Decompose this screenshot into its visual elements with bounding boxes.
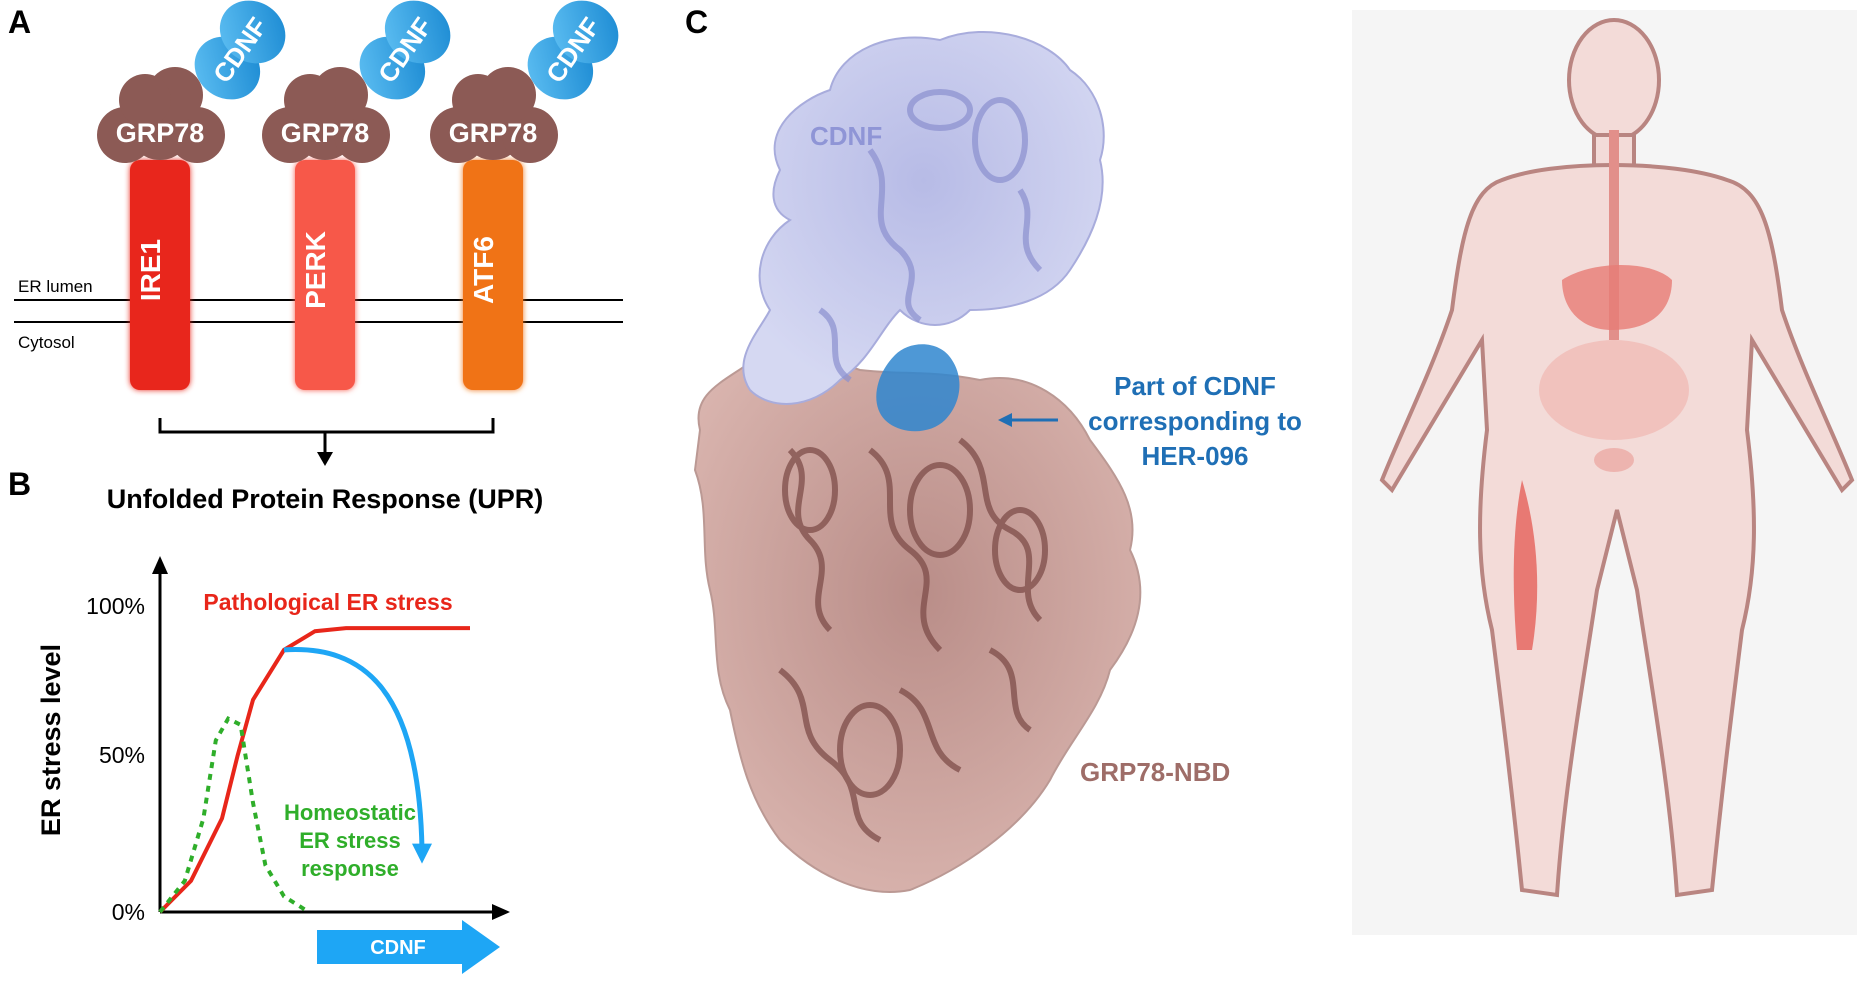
grp78-blob-1 (97, 67, 225, 163)
panel-b-letter: B (8, 466, 32, 502)
cdnf-x-arrow-label: CDNF (370, 937, 426, 959)
grp78-nbd-surface (693, 348, 1142, 893)
homeostatic-label-line2: ER stress (299, 828, 401, 853)
cdnf-effect-curve (283, 647, 425, 850)
grp78-nbd-label: GRP78-NBD (1080, 757, 1230, 787)
ytick-0: 0% (112, 899, 145, 925)
homeostatic-curve (158, 715, 310, 914)
grp78-label-1: GRP78 (116, 118, 205, 148)
cdnf-ribbons (818, 89, 1043, 383)
y-axis-arrow (152, 556, 168, 574)
perk-receptor (295, 160, 355, 390)
her096-label-line2: corresponding to (1088, 406, 1302, 436)
sensor-atf6-group: ATF6 GRP78 CDNF (430, 0, 619, 390)
grp78-label-2: GRP78 (281, 118, 370, 148)
panel-c-structure: CDNF Part of CDNF corresponding to HER-0… (693, 31, 1302, 893)
homeostatic-label-line3: response (301, 856, 399, 881)
panel-d-body-illustration (1379, 18, 1855, 898)
cdnf-x-arrow (317, 920, 500, 974)
panel-a-diagram: ER lumen Cytosol IRE1 GRP78 CDNF PERK (14, 0, 623, 514)
her096-region (876, 344, 960, 432)
y-axis-label: ER stress level (36, 644, 66, 836)
ytick-50: 50% (99, 742, 145, 768)
grp78-blob-2 (262, 67, 390, 163)
atf6-receptor (463, 160, 523, 390)
upr-bracket (158, 418, 495, 434)
ire1-label: IRE1 (135, 239, 166, 301)
panel-b-chart: 100% 50% 0% ER stress level Pathological… (36, 556, 510, 974)
upr-arrow-head (317, 452, 333, 466)
ire1-receptor (130, 160, 190, 390)
cytosol-label: Cytosol (18, 333, 75, 352)
cdnf-effect-arrowhead (412, 843, 432, 864)
body-organs (1513, 130, 1689, 650)
grp78-label-3: GRP78 (449, 118, 538, 148)
er-lumen-label: ER lumen (18, 277, 93, 296)
chart-series-group (158, 626, 470, 914)
her096-label-line3: HER-096 (1142, 441, 1249, 471)
panel-a-letter: A (8, 4, 32, 40)
cdnf-structure-label: CDNF (810, 121, 882, 151)
her096-pointer-head (998, 413, 1012, 427)
grp78-blob-3 (430, 67, 558, 163)
ytick-100: 100% (86, 593, 145, 619)
body-outline (1379, 18, 1855, 898)
homeostatic-label-line1: Homeostatic (284, 800, 416, 825)
upr-label: Unfolded Protein Response (UPR) (107, 484, 544, 514)
sensor-ire1-group: IRE1 GRP78 CDNF (97, 0, 286, 390)
her096-label-line1: Part of CDNF (1114, 371, 1276, 401)
pathological-curve (158, 626, 470, 914)
grp78-ribbons (778, 437, 1048, 843)
panel-c-letter: C (685, 4, 709, 40)
perk-label: PERK (300, 231, 331, 309)
sensor-perk-group: PERK GRP78 CDNF (262, 0, 451, 390)
atf6-label: ATF6 (468, 236, 499, 304)
cdnf-surface (742, 31, 1105, 405)
pathological-label: Pathological ER stress (203, 589, 452, 615)
x-axis-arrow (492, 904, 510, 920)
